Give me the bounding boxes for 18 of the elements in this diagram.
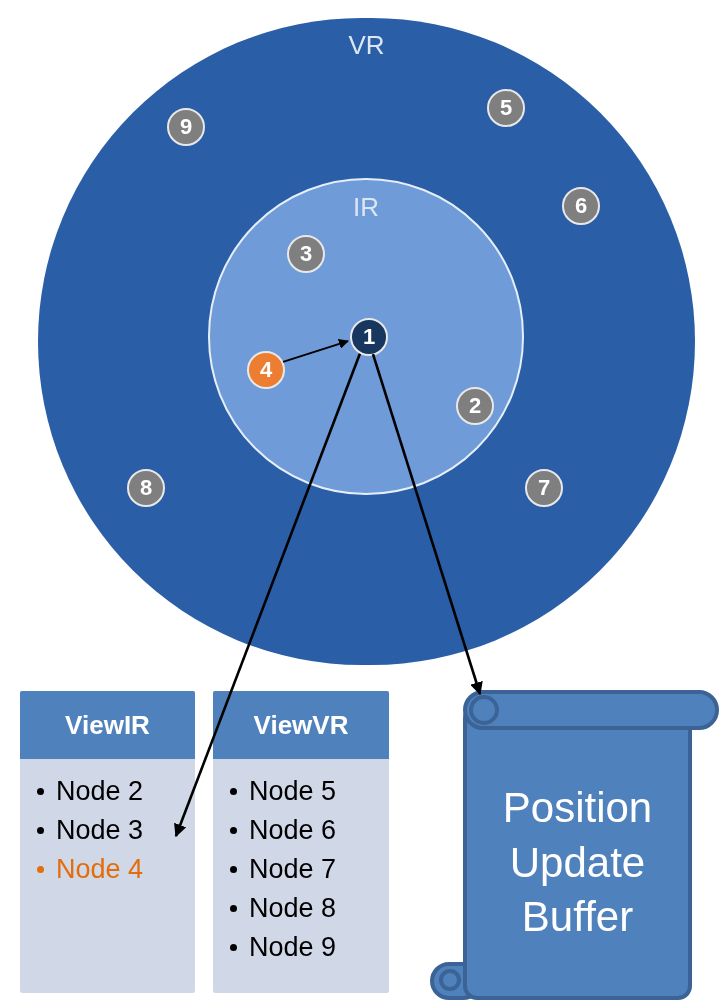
list-item: Node 5 [249, 777, 337, 805]
scroll-text: Position Update Buffer [501, 783, 654, 943]
arrow [371, 353, 483, 696]
list-item: Node 4 [56, 855, 144, 883]
list-item: Node 7 [249, 855, 337, 883]
arrow [174, 353, 362, 838]
list-item: Node 2 [56, 777, 144, 805]
panel-header: ViewVR [213, 691, 389, 759]
list-item: Node 6 [249, 816, 337, 844]
panel-header: ViewIR [20, 691, 195, 759]
list-panel [20, 691, 195, 993]
list-panel [213, 691, 389, 993]
list-item: Node 3 [56, 816, 144, 844]
arrow [282, 339, 349, 363]
range-label: VR [348, 32, 385, 58]
list-item: Node 9 [249, 933, 337, 961]
range-label: IR [353, 194, 379, 220]
list-item: Node 8 [249, 894, 337, 922]
